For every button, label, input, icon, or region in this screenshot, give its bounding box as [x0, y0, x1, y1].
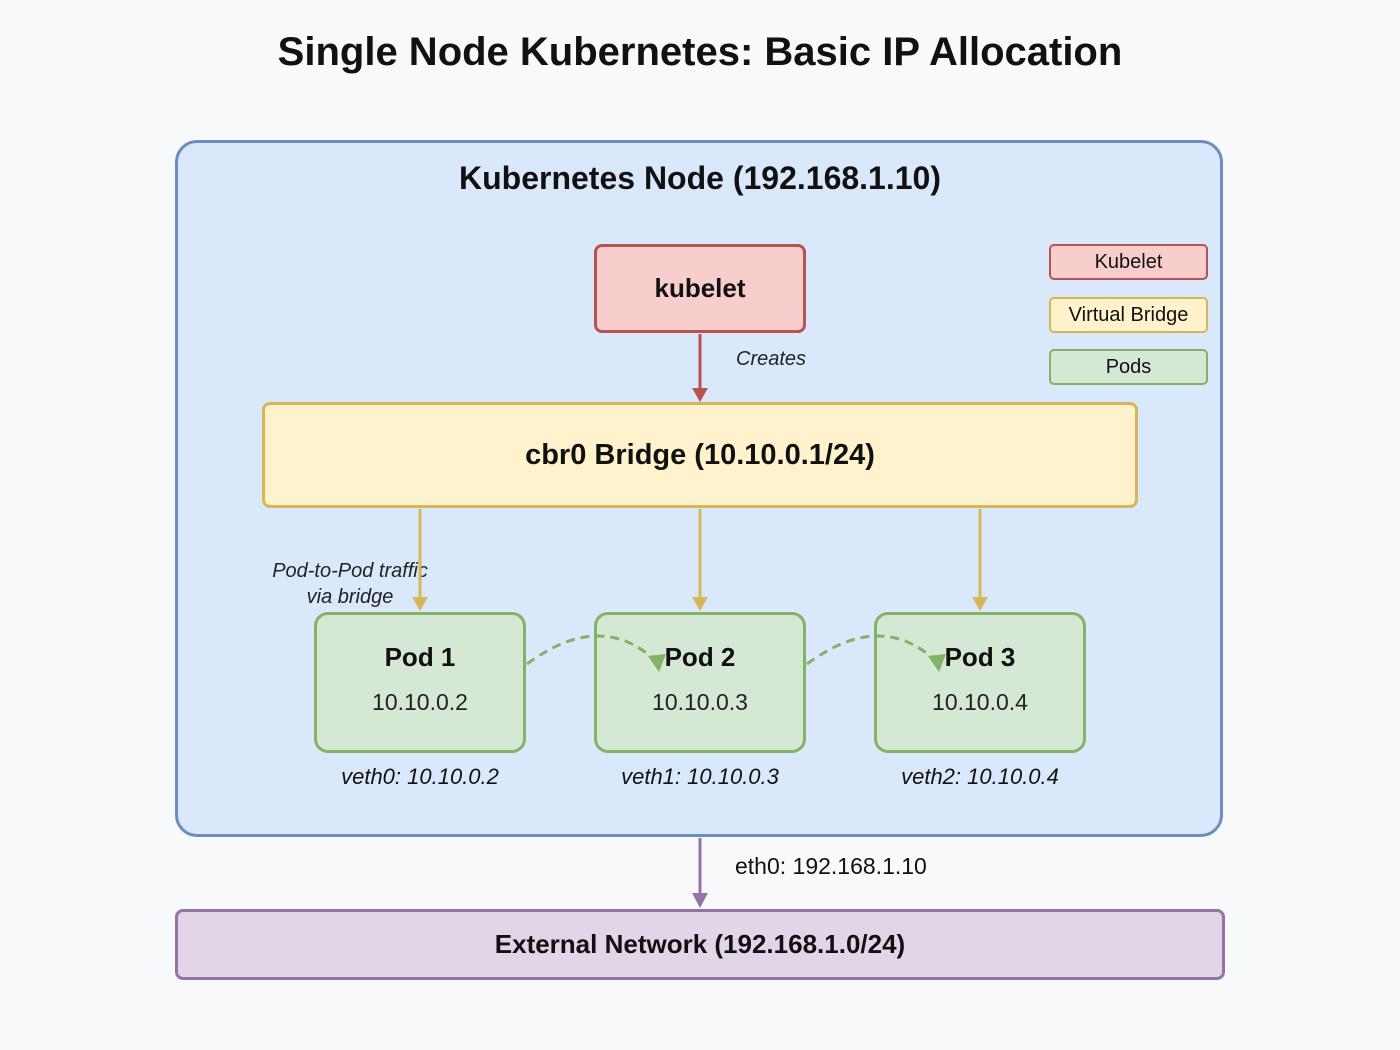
eth0-label: eth0: 192.168.1.10	[735, 853, 927, 879]
bridge-label: cbr0 Bridge (10.10.0.1/24)	[525, 438, 875, 471]
pod-1-box: Pod 1 10.10.0.2	[314, 612, 526, 753]
pod-2-box: Pod 2 10.10.0.3	[594, 612, 806, 753]
external-network-label: External Network (192.168.1.0/24)	[494, 929, 906, 959]
pod-1-ip: 10.10.0.2	[372, 689, 468, 715]
kubernetes-node-label: Kubernetes Node (192.168.1.10)	[459, 160, 941, 196]
diagram-title: Single Node Kubernetes: Basic IP Allocat…	[277, 30, 1123, 74]
pod-2-name: Pod 2	[664, 642, 736, 672]
pod-to-pod-line2: via bridge	[306, 586, 394, 608]
external-network-box: External Network (192.168.1.0/24)	[175, 909, 1225, 980]
veth2-label: veth2: 10.10.0.4	[901, 764, 1059, 789]
cbr0-bridge-box: cbr0 Bridge (10.10.0.1/24)	[262, 402, 1138, 508]
legend-kubelet: Kubelet	[1049, 244, 1208, 280]
legend-pods: Pods	[1049, 349, 1208, 385]
node-to-external-arrowhead	[692, 893, 708, 908]
veth1-label: veth1: 10.10.0.3	[621, 764, 779, 789]
creates-label: Creates	[736, 348, 807, 370]
veth0-label: veth0: 10.10.0.2	[341, 764, 499, 789]
pod-1-name: Pod 1	[384, 642, 456, 672]
pod-to-pod-line1: Pod-to-Pod traffic	[272, 560, 428, 582]
kubelet-label: kubelet	[654, 273, 746, 303]
pod-3-name: Pod 3	[944, 642, 1016, 672]
pod-3-ip: 10.10.0.4	[932, 689, 1028, 715]
pod-to-pod-traffic-label: Pod-to-Pod traffic via bridge	[255, 558, 445, 610]
pod-3-box: Pod 3 10.10.0.4	[874, 612, 1086, 753]
kubelet-box: kubelet	[594, 244, 806, 333]
legend-virtual-bridge: Virtual Bridge	[1049, 297, 1208, 333]
pod-2-ip: 10.10.0.3	[652, 689, 748, 715]
